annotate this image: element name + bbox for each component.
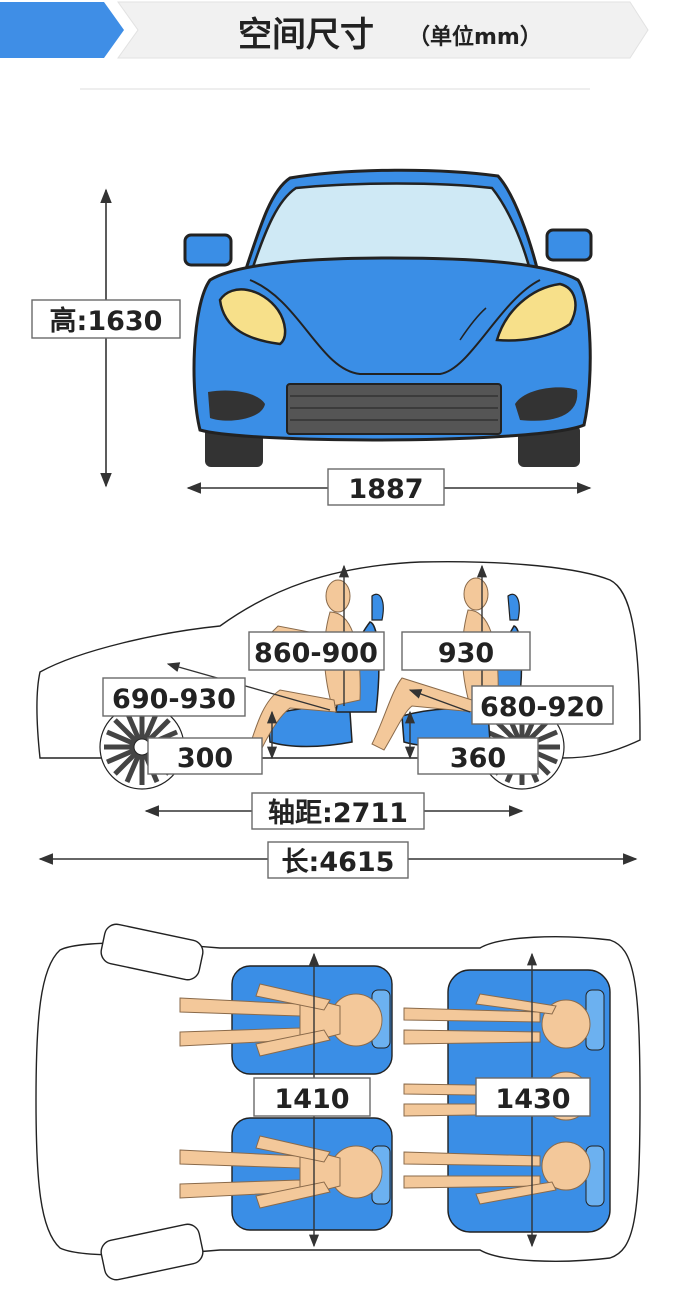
rear-shoulder-label: 1430 (495, 1084, 570, 1115)
front-legroom-label: 690-930 (112, 684, 236, 715)
front-headroom-box (248, 631, 385, 671)
top-front-passenger-left (179, 983, 383, 1057)
rear-headroom-label: 930 (438, 638, 494, 669)
top-car (35, 923, 641, 1281)
front-legroom-box (102, 677, 246, 717)
top-mirror-left (100, 923, 204, 981)
wheelbase-box (251, 792, 425, 830)
front-shoulder-box (253, 1077, 371, 1117)
wheelbase-label: 轴距:2711 (268, 798, 408, 829)
top-mirror-right (100, 1223, 204, 1281)
unit-label: （单位mm） (408, 24, 542, 50)
right-mirror (545, 228, 593, 262)
header-banner: 空间尺寸 （单位mm） (0, 1, 649, 59)
length-box (267, 841, 409, 879)
height-label: 高:1630 (50, 305, 163, 337)
rear-legroom-box (471, 685, 614, 725)
rear-seat-height-label: 360 (450, 743, 506, 774)
rear-seat-height-box (417, 737, 539, 775)
front-seat-height-label: 300 (177, 743, 233, 774)
page-title: 空间尺寸 (238, 15, 374, 55)
rear-legroom-arrow (408, 689, 471, 713)
left-mirror (183, 233, 233, 267)
left-foglight (208, 390, 265, 421)
width-label-box (327, 468, 445, 506)
hood-line (249, 279, 541, 375)
right-foglight (515, 387, 578, 421)
front-headrest (371, 593, 384, 621)
width-label: 1887 (348, 474, 423, 505)
front-headroom-label: 860-900 (254, 638, 378, 669)
rear-headroom-box (401, 631, 531, 671)
height-label-box (31, 299, 181, 339)
rear-shoulder-box (475, 1077, 591, 1117)
front-car (183, 168, 593, 467)
front-seat-height-box (147, 737, 263, 775)
front-shoulder-label: 1410 (274, 1084, 349, 1115)
banner-gray-bar (117, 1, 649, 59)
rear-legroom-label: 680-920 (480, 692, 604, 723)
side-car (36, 561, 641, 790)
hood-crease (459, 307, 487, 341)
front-legroom-arrow (166, 662, 331, 711)
rear-headrest (507, 593, 520, 621)
left-headlight (218, 288, 287, 346)
right-headlight (495, 282, 577, 342)
length-label: 长:4615 (282, 847, 395, 878)
front-grille (286, 383, 502, 435)
banner-blue-tab (0, 2, 124, 58)
